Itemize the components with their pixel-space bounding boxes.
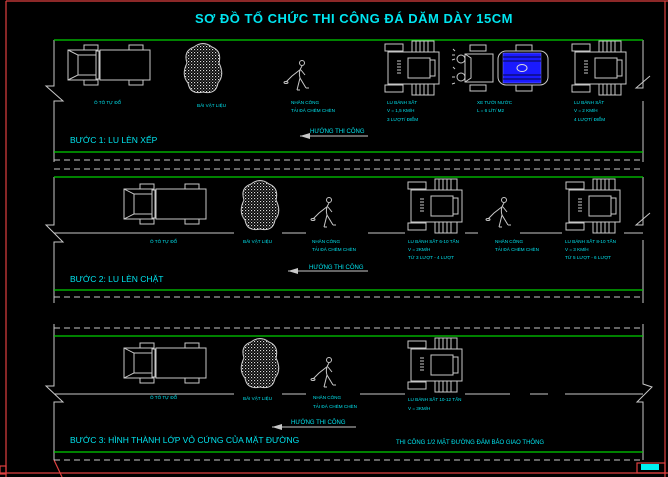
worker-figure-2: [485, 197, 512, 228]
dump-truck: [123, 183, 207, 225]
step-heading: BƯỚC 2: LU LÈN CHẶT: [70, 274, 163, 284]
step-heading: BƯỚC 3: HÌNH THÀNH LỚP VỎ CỨNG CỦA MẶT Đ…: [70, 434, 299, 445]
direction-label: HƯỚNG THI CÔNG: [291, 419, 346, 426]
label-pile: BÃI VẬT LIỆU: [243, 237, 272, 244]
label-pile: BÃI VẬT LIỆU: [243, 394, 272, 401]
label-roller2-speed: V = 3 KM/H: [565, 247, 589, 252]
worker-figure: [310, 357, 337, 388]
dump-truck: [67, 44, 151, 86]
label-tanker: XE TƯỚI NƯỚC: [477, 99, 513, 105]
label-roller2-passes: 4 LƯỢT/ ĐIỂM: [574, 116, 605, 122]
label-roller1-speed: V = 2KM/H: [408, 247, 430, 252]
material-pile: [240, 180, 280, 231]
half-road-note: THI CÔNG 1/2 MẶT ĐƯỜNG ĐẢM BẢO GIAO THÔN…: [396, 439, 544, 446]
label-roller2-passes: TỪ 5 LƯỢT - 6 LƯỢT: [565, 254, 611, 260]
title-block-marker: [636, 462, 666, 474]
label-truck: Ô TÔ TỰ ĐỔ: [150, 238, 178, 244]
worker-figure: [310, 197, 337, 228]
label-worker2: NHÂN CÔNG: [495, 238, 524, 244]
label-roller1-passes: 3 LƯỢT/ ĐIỂM: [387, 116, 418, 122]
label-worker: NHÂN CÔNG: [312, 238, 341, 244]
label-tanker-rate: L = 6 LÍT/ M2: [477, 107, 504, 113]
step-1: Ô TÔ TỰ ĐỔ BÃI VẬT LIỆU NHÂN CÔNG TẢI ĐÁ…: [54, 39, 643, 178]
steel-roller-2: [565, 178, 621, 234]
material-pile: [240, 338, 280, 389]
step-2: Ô TÔ TỰ ĐỔ BÃI VẬT LIỆU NHÂN CÔNG TẢI ĐÁ…: [54, 178, 643, 298]
label-roller2-speed: V = 2 KM/H: [574, 108, 598, 113]
steel-roller-1: [384, 40, 440, 96]
label-worker-task: TẢI ĐÁ CHÈM CHÈN: [313, 403, 357, 409]
label-worker: NHÂN CÔNG: [313, 394, 342, 400]
worker-figure: [283, 60, 310, 91]
dump-truck: [123, 342, 207, 384]
label-roller1: LU BÁNH SẮT 6-10 TẤN: [408, 237, 459, 244]
label-roller1-passes: TỪ 3 LƯỢT - 4 LƯỢT: [408, 254, 454, 260]
label-truck: Ô TÔ TỰ ĐỔ: [94, 99, 122, 105]
direction-label: HƯỚNG THI CÔNG: [310, 128, 365, 135]
steel-roller-1: [407, 178, 463, 234]
label-roller1: LU BÁNH SẮT: [387, 98, 417, 105]
label-worker2-task: TẢI ĐÁ CHÈM CHÈN: [495, 246, 539, 252]
material-pile: [183, 43, 223, 94]
step-3: Ô TÔ TỰ ĐỔ BÃI VẬT LIỆU NHÂN CÔNG TẢI ĐÁ…: [54, 327, 643, 461]
label-roller2: LU BÁNH SẮT: [574, 98, 604, 105]
label-roller2: LU BÁNH SẮT 8-10 TẤN: [565, 237, 616, 244]
water-tanker: [451, 44, 549, 92]
label-worker-task: TẢI ĐÁ CHÈM CHÈN: [291, 107, 335, 113]
cyan-marker: [641, 464, 659, 470]
label-roller1: LU BÁNH SẮT 10-12 TẤN: [408, 395, 461, 402]
direction-label: HƯỚNG THI CÔNG: [309, 264, 364, 271]
label-worker: NHÂN CÔNG: [291, 99, 320, 105]
label-pile: BÃI VẬT LIỆU: [197, 101, 226, 108]
label-truck: Ô TÔ TỰ ĐỔ: [150, 394, 178, 400]
label-roller1-speed: V = 3KM/H: [408, 406, 430, 411]
label-worker-task: TẢI ĐÁ CHÈM CHÈN: [312, 246, 356, 252]
label-roller1-speed: V = 1,5 KM/H: [387, 108, 414, 113]
step-heading: BƯỚC 1: LU LÈN XẾP: [70, 135, 158, 145]
steel-roller: [407, 337, 463, 393]
steel-roller-2: [571, 40, 627, 96]
page-title: SƠ ĐỒ TỔ CHỨC THI CÔNG ĐÁ DĂM DÀY 15CM: [195, 11, 513, 26]
